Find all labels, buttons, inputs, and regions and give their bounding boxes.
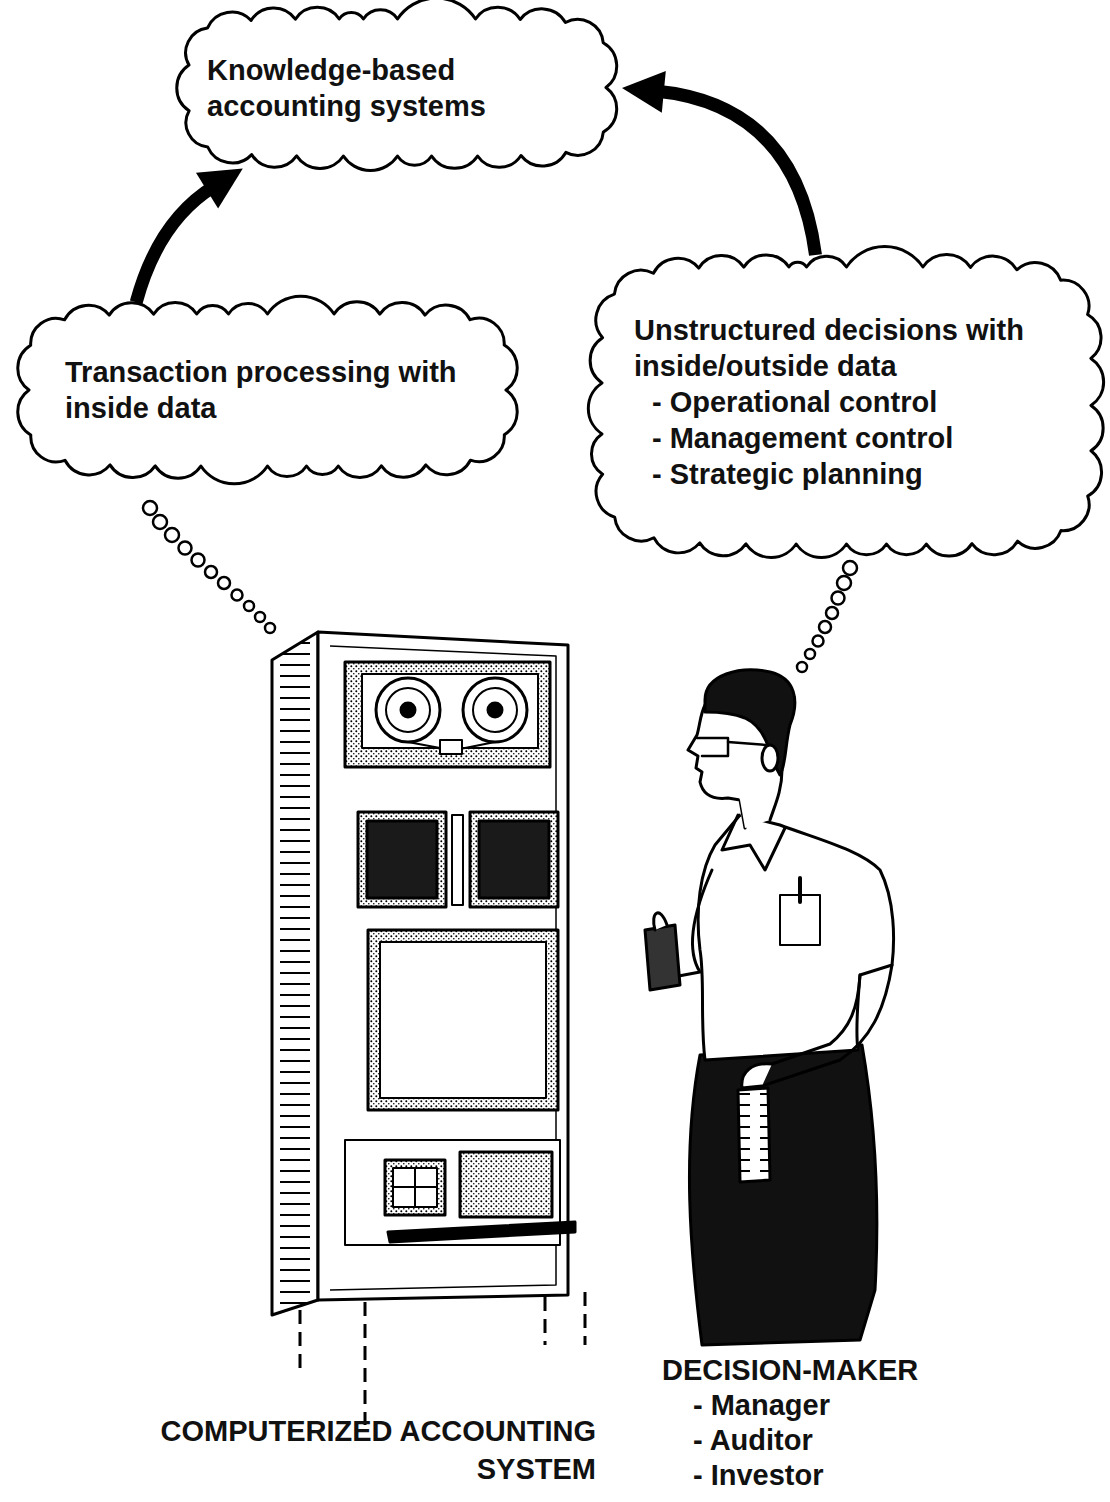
decision-maker-figure-part [798, 878, 802, 902]
thought-dots-part [813, 636, 824, 647]
cloud-outline [175, 5, 620, 170]
decision-maker-figure [645, 670, 894, 1345]
cloud-list-item: - Operational control [652, 384, 1065, 420]
computer-cabinet-part [393, 1168, 437, 1207]
computer-cabinet-part [440, 740, 462, 754]
computer-cabinet-part [368, 930, 558, 1110]
decision-maker-figure-part [654, 913, 667, 930]
decision-maker-figure-part [689, 1045, 876, 1345]
cloud-heading: Knowledge-based accounting systems [207, 52, 580, 124]
cabinet-legs [300, 1292, 585, 1425]
decision-maker-figure-part [705, 670, 795, 775]
computer-cabinet-part [345, 662, 550, 767]
cloud-list-item: - Management control [652, 420, 1065, 456]
cloud-outline-path [177, 0, 617, 170]
thought-dots-part [797, 662, 807, 672]
thought-dots-part [143, 501, 157, 515]
cabinet-legs-part [364, 1302, 367, 1425]
cabinet-legs-part [544, 1297, 547, 1345]
computer-cabinet-part [376, 678, 440, 742]
computer-cabinet-part [393, 1186, 437, 1188]
computer-cabinet-part [385, 1160, 445, 1215]
computer-cabinet-part [452, 815, 463, 905]
thought-dots-part [179, 542, 192, 555]
thought-dots-part [837, 576, 851, 590]
system-caption: COMPUTERIZED ACCOUNTING SYSTEM [160, 1412, 596, 1488]
cloud-outline-path [588, 247, 1103, 558]
curved-arrow [622, 71, 816, 255]
decision-maker-figure-part [770, 770, 782, 820]
computer-cabinet-part [358, 812, 446, 907]
thought-dots-part [165, 528, 179, 542]
thought-dots-part [843, 561, 857, 575]
thought-dots-part [832, 592, 845, 605]
thought-dots-part [232, 590, 243, 601]
thought-cloud: Unstructured decisions with inside/outsi… [588, 253, 1105, 558]
computer-cabinet-part [488, 703, 502, 717]
thought-dots-part [205, 566, 217, 578]
thought-dots-part [265, 623, 275, 633]
role-item: - Investor [693, 1458, 1073, 1492]
computer-cabinet-part [318, 632, 568, 1300]
computer-cabinet-part [388, 1222, 575, 1242]
cloud-list-item: - Strategic planning [652, 456, 1065, 492]
computer-cabinet-part [380, 942, 546, 1098]
computer-cabinet-part [367, 821, 437, 898]
thought-dots-part [826, 607, 838, 619]
thought-dots-part [244, 601, 254, 611]
cloud-outline [15, 300, 520, 480]
arrow-shaft [136, 186, 214, 302]
computer-cabinet-part [362, 674, 538, 748]
computer-cabinet-part [479, 821, 549, 898]
decision-maker-figure-part [645, 925, 680, 990]
role-item: - Manager [693, 1388, 1073, 1422]
computer-cabinet-part [463, 678, 527, 742]
curved-arrow [136, 169, 243, 303]
cabinet-legs-part [299, 1310, 302, 1368]
decision-maker-figure-part [762, 965, 892, 1086]
arrow-shaft [655, 91, 815, 255]
cloud-heading: Transaction processing with inside data [65, 354, 485, 426]
decision-maker-figure-part [738, 1088, 770, 1182]
decision-maker-figure-part [698, 815, 893, 1060]
arrow-head [622, 71, 666, 113]
computer-cabinet-part [401, 703, 415, 717]
computer-cabinet-part [460, 1152, 552, 1217]
computer-cabinet-part [386, 688, 430, 732]
computer-cabinet [272, 632, 575, 1315]
arrow-head [196, 169, 243, 209]
computer-cabinet-part [473, 688, 517, 732]
cloud-heading: Unstructured decisions with inside/outsi… [634, 312, 1065, 384]
thought-dots-part [218, 577, 230, 589]
decision-maker-figure-part [772, 975, 860, 1064]
computer-cabinet-part [272, 632, 318, 1315]
thought-dots-part [153, 515, 167, 529]
thought-cloud: Knowledge-based accounting systems [175, 5, 620, 170]
cloud-outline-path [18, 296, 517, 484]
decision-maker-figure-part [697, 738, 728, 756]
decision-maker-figure-part [742, 1064, 772, 1088]
thought-dots-part [192, 554, 205, 567]
cabinet-legs-part [584, 1292, 587, 1345]
role-item: - Auditor [693, 1423, 1073, 1457]
decision-maker-figure-part [762, 745, 778, 771]
thought-dots-part [805, 649, 815, 659]
thought-dots-part [255, 612, 265, 622]
computer-cabinet-part [470, 812, 558, 907]
thought-cloud: Transaction processing with inside data [15, 300, 520, 480]
thought-dots-part [819, 621, 831, 633]
decision-maker-figure-part [728, 742, 766, 745]
role-heading: DECISION-MAKER [662, 1352, 1062, 1388]
